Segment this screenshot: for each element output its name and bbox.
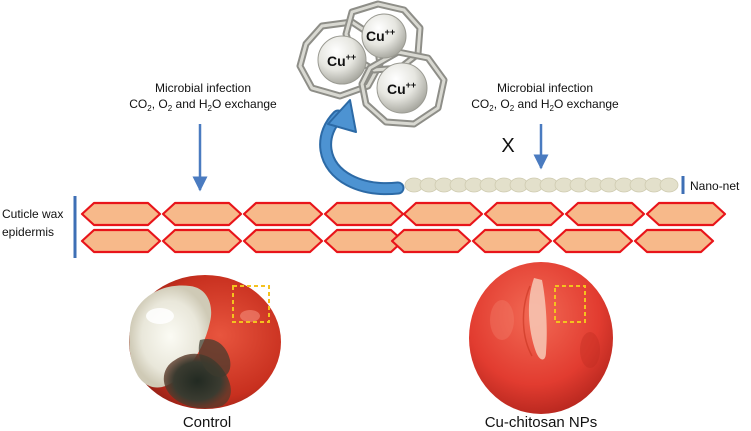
gas-exchange-label: CO2, O2 and H2O exchange bbox=[129, 97, 277, 113]
epidermis-cell bbox=[564, 201, 646, 227]
epidermis-cell bbox=[645, 201, 727, 227]
highlight-box bbox=[554, 285, 586, 323]
blocked-mark: X bbox=[501, 135, 514, 157]
right-panel: Microbial infection CO2, O2 and H2O exch… bbox=[390, 81, 740, 431]
epidermis-cell bbox=[161, 228, 243, 254]
cu-ion-label: Cu++ bbox=[366, 27, 395, 44]
control-fruit bbox=[129, 275, 281, 409]
left-panel: Microbial infection CO2, O2 and H2O exch… bbox=[2, 81, 405, 431]
epidermis-cell bbox=[80, 228, 162, 254]
cu-ion-sphere bbox=[361, 13, 407, 59]
epidermis-cell bbox=[633, 228, 715, 254]
cu-ion-label: Cu++ bbox=[387, 80, 416, 97]
chitosan-ring bbox=[296, 18, 384, 100]
highlight-box bbox=[232, 285, 270, 323]
nano-net-bead bbox=[659, 177, 679, 193]
gas-exchange-label: CO2, O2 and H2O exchange bbox=[471, 97, 619, 113]
epidermis-label: epidermis bbox=[2, 225, 54, 239]
control-caption: Control bbox=[183, 414, 231, 431]
cell-layer-left bbox=[80, 201, 405, 254]
treated-caption: Cu-chitosan NPs bbox=[485, 414, 598, 431]
epidermis-cell bbox=[242, 201, 324, 227]
cell-layer-right bbox=[390, 201, 727, 254]
epidermis-cell bbox=[80, 201, 162, 227]
infection-label: Microbial infection bbox=[497, 81, 593, 95]
nano-net bbox=[404, 177, 679, 193]
chitosan-ring bbox=[358, 48, 448, 128]
infection-label: Microbial infection bbox=[155, 81, 251, 95]
treated-fruit bbox=[469, 262, 613, 414]
epidermis-cell bbox=[390, 228, 472, 254]
epidermis-cell bbox=[471, 228, 553, 254]
cu-ion-sphere bbox=[376, 62, 428, 114]
epidermis-cell bbox=[552, 228, 634, 254]
cu-ion-label: Cu++ bbox=[327, 52, 356, 69]
cu-ion-cluster: Cu++ Cu++ Cu++ bbox=[296, 0, 448, 128]
cu-ion-sphere bbox=[317, 35, 367, 85]
epidermis-cell bbox=[483, 201, 565, 227]
nano-net-label: Nano-net bbox=[690, 179, 740, 193]
epidermis-cell bbox=[242, 228, 324, 254]
epidermis-cell bbox=[161, 201, 243, 227]
release-curved-arrow bbox=[319, 99, 405, 196]
cuticle-wax-label: Cuticle wax bbox=[2, 207, 63, 221]
epidermis-cell bbox=[402, 201, 484, 227]
epidermis-cell bbox=[323, 228, 405, 254]
epidermis-cell bbox=[323, 201, 405, 227]
